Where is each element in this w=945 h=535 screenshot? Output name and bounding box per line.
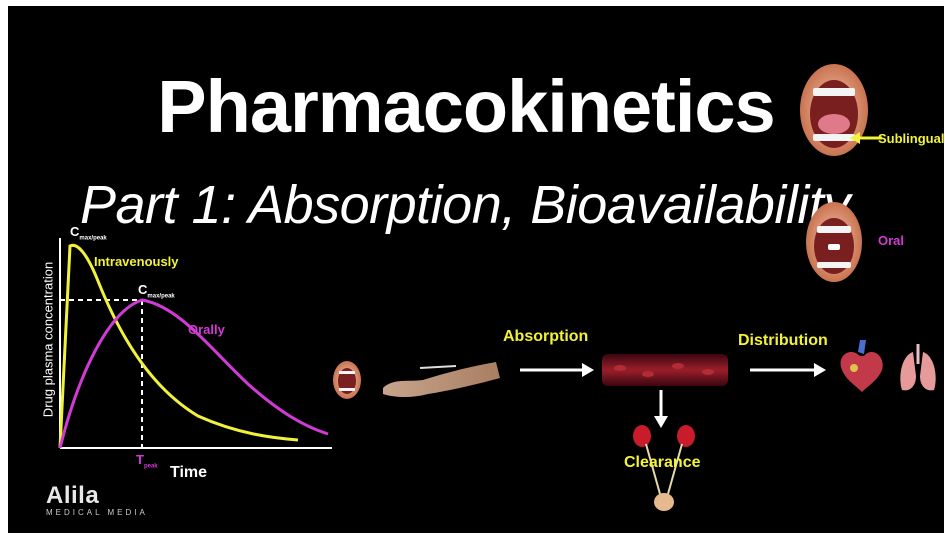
arrow-to-vessel-icon [520,363,594,377]
cmax-oral-label: Cmax/peak [138,282,175,300]
diagram-canvas [58,64,936,511]
arrow-left-icon [850,132,882,144]
logo-name: Alila [46,482,100,509]
arrow-down-icon [654,390,668,428]
iv-curve [58,243,299,449]
arrow-to-organs-icon [750,363,826,377]
x-axis-label: Time [170,464,208,481]
iv-curve-label: Intravenously [94,254,179,269]
absorption-label: Absorption [503,328,589,345]
alila-logo: Alila MEDICAL MEDIA [46,482,148,517]
video-frame: Pharmacokinetics Part 1: Absorption, Bio… [8,6,944,533]
blood-vessel-icon [602,354,728,386]
logo-subtitle: MEDICAL MEDIA [46,508,148,517]
heart-icon [840,340,883,392]
bladder-icon [654,493,674,511]
open-mouth-oral-icon [806,202,862,282]
pk-graph [58,238,332,449]
oral-curve-label: Orally [188,322,225,337]
mouth-icon [333,361,361,399]
tpeak-label: Tpeak [136,452,158,470]
page-title: Pharmacokinetics [157,65,775,148]
cmax-iv-label: Cmax/peak [70,224,107,242]
lungs-icon [900,344,936,391]
clearance-label: Clearance [624,454,701,471]
arm-injection-icon [383,362,500,397]
page-subtitle: Part 1: Absorption, Bioavailability [80,175,850,235]
oral-route-label: Oral [878,233,905,248]
open-mouth-sublingual-icon [800,64,868,156]
sublingual-label: Sublingual [878,131,944,146]
distribution-label: Distribution [738,332,828,349]
kidneys-icon [633,425,695,495]
y-axis-label: Drug plasma concentration [40,261,56,418]
oral-curve [58,298,329,449]
